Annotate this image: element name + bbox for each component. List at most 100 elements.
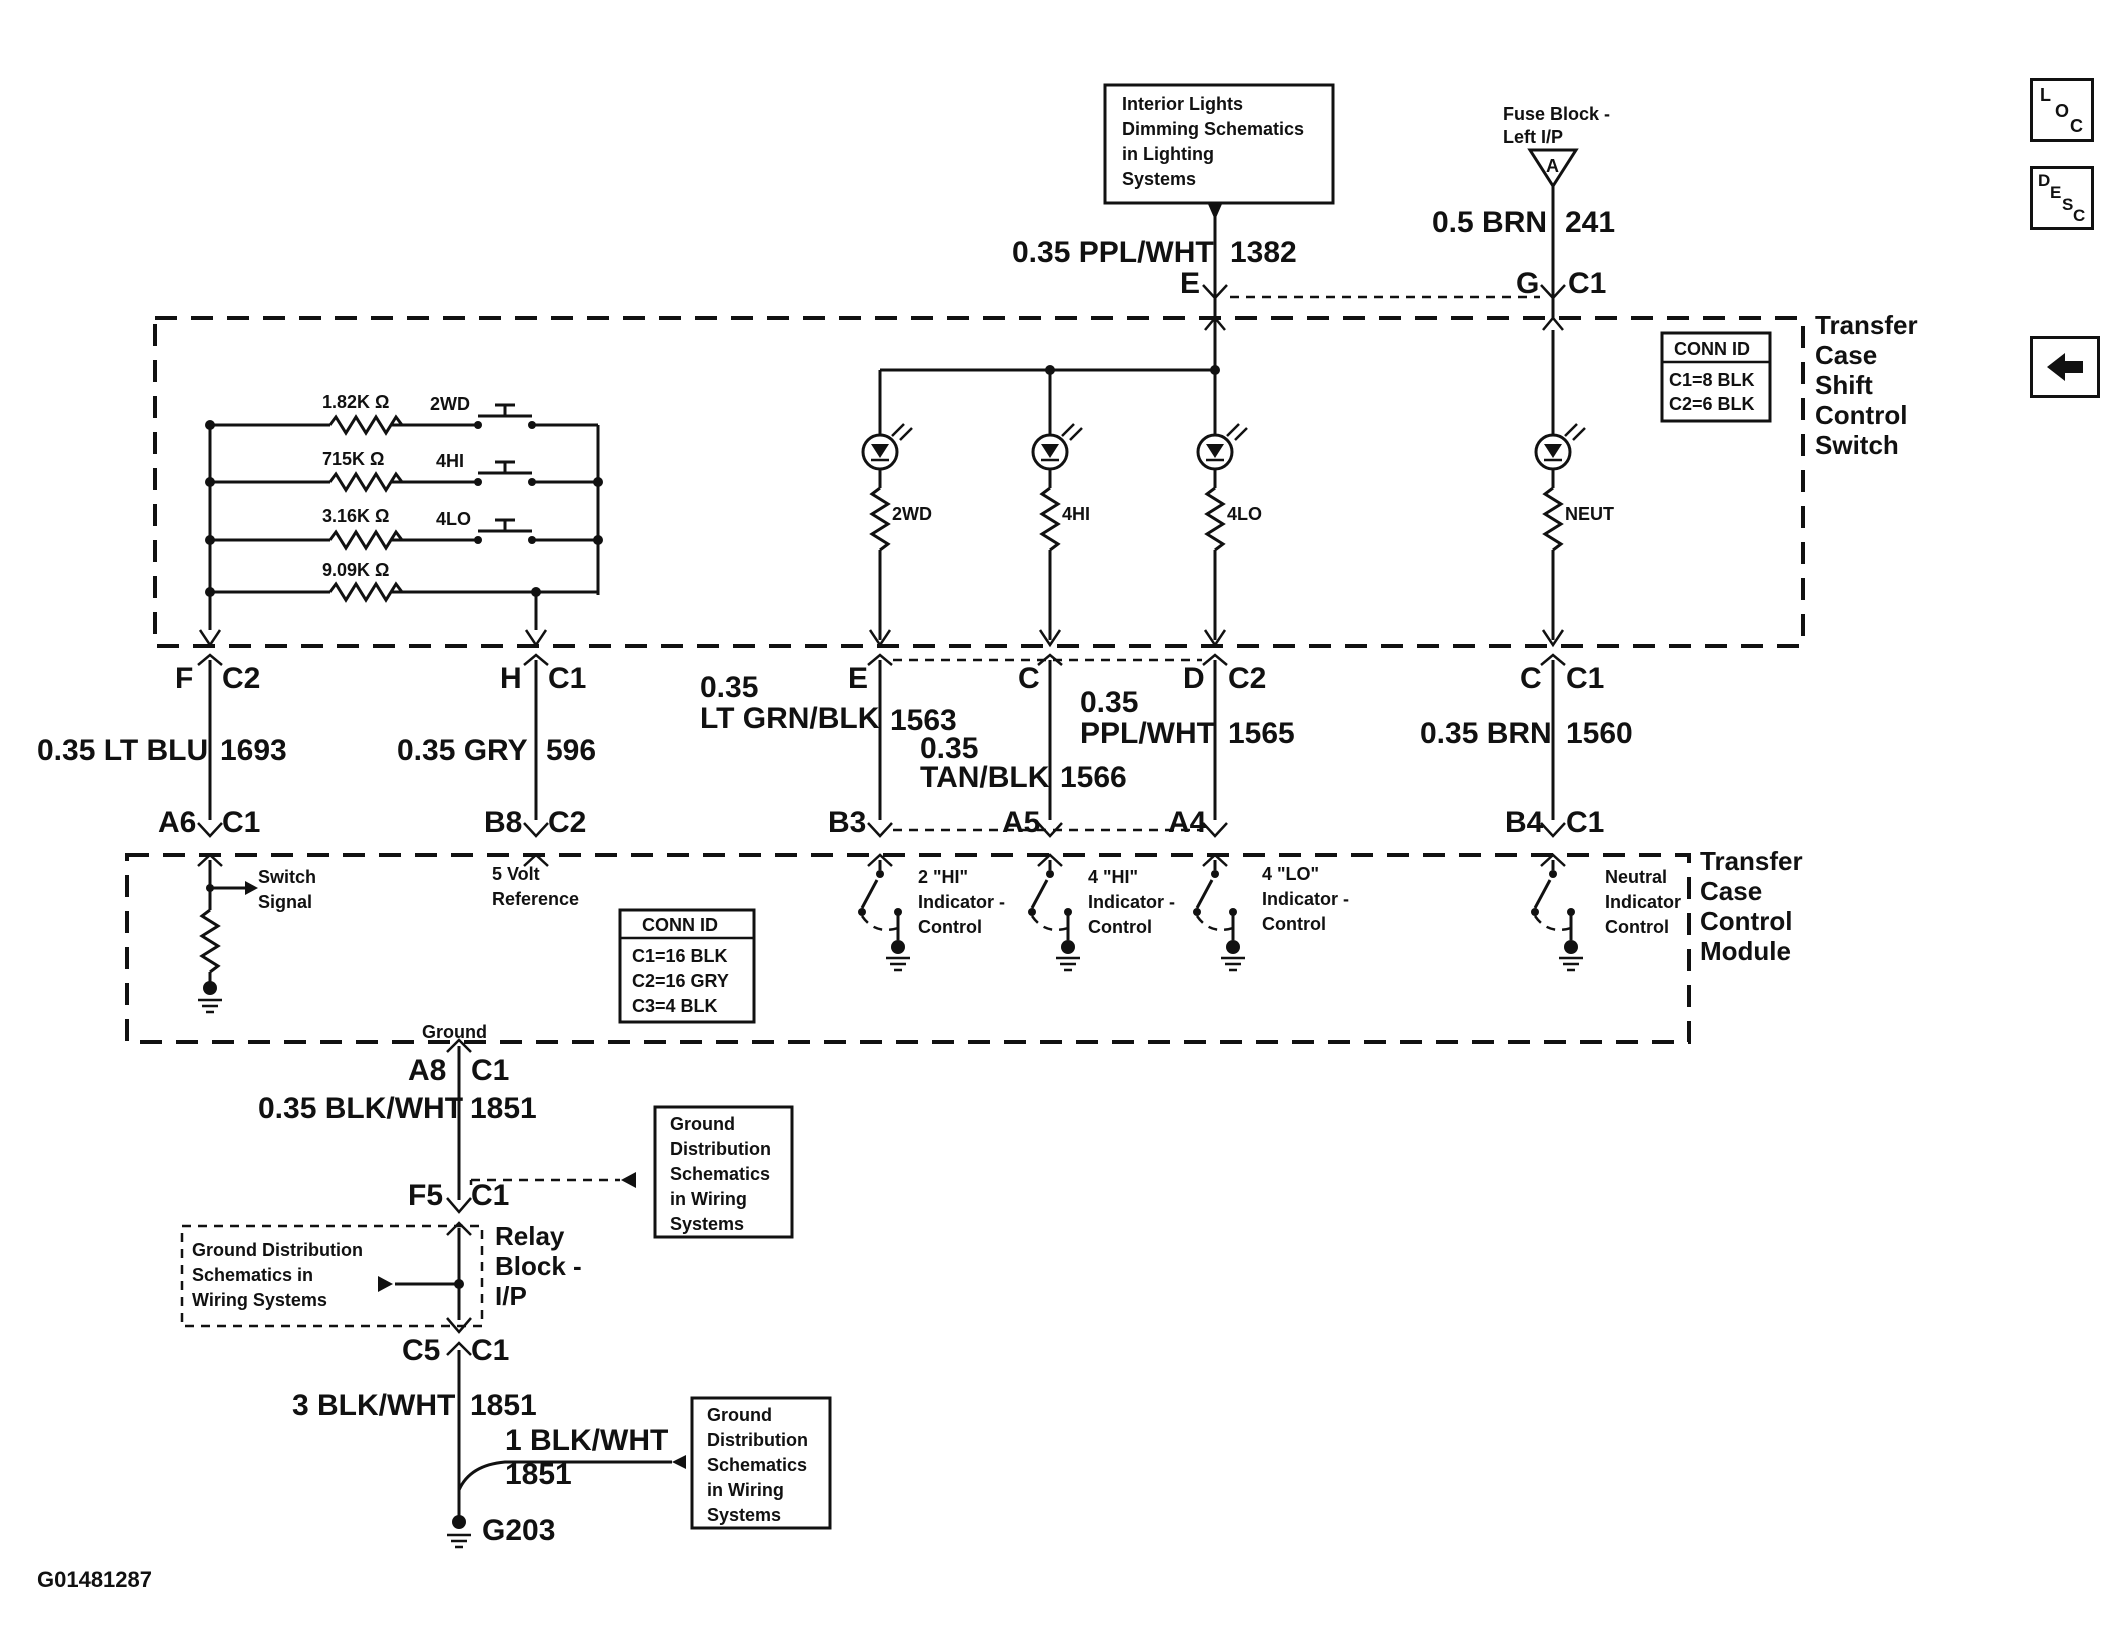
svg-text:C1: C1	[471, 1179, 509, 1212]
resistor-icon	[1542, 486, 1564, 552]
svg-text:Dimming Schematics: Dimming Schematics	[1122, 119, 1304, 139]
svg-text:Shift: Shift	[1815, 370, 1873, 400]
svg-text:Transfer: Transfer	[1815, 310, 1918, 340]
svg-text:C1: C1	[471, 1054, 509, 1087]
wire-label-gry: 0.35 GRY	[397, 734, 528, 767]
interior-lights-reference-box[interactable]: Interior Lights Dimming Schematics in Li…	[1103, 83, 1335, 205]
svg-text:9.09K Ω: 9.09K Ω	[322, 560, 389, 580]
svg-text:H: H	[500, 662, 522, 695]
svg-text:Ground: Ground	[670, 1114, 735, 1134]
svg-text:I/P: I/P	[495, 1281, 527, 1311]
location-button[interactable]: L O C	[2030, 78, 2094, 142]
resistor-ladder: 1.82K Ω 2WD 715K Ω 4HI 3.16K Ω 4LO 9.09K…	[198, 392, 603, 648]
svg-text:3.16K Ω: 3.16K Ω	[322, 506, 389, 526]
switch-conn-id-table: CONN ID C1=8 BLK C2=6 BLK	[1660, 331, 1772, 423]
wire-label-ppl-wht: 0.35 PPL/WHT	[1012, 236, 1214, 269]
svg-text:0.35: 0.35	[1080, 686, 1138, 719]
svg-text:2 "HI": 2 "HI"	[918, 867, 968, 887]
wire-number-1565: 1565	[1228, 717, 1295, 750]
svg-text:Case: Case	[1815, 340, 1877, 370]
svg-text:5 Volt: 5 Volt	[492, 864, 540, 884]
ground-distribution-box-1[interactable]: Ground Distribution Schematics in Wiring…	[653, 1105, 794, 1239]
ground-icon	[198, 998, 222, 1014]
svg-text:C3=4 BLK: C3=4 BLK	[632, 996, 718, 1016]
svg-text:0.35: 0.35	[920, 732, 978, 765]
ground-icon	[1221, 956, 1245, 972]
driver-switch-icon	[1030, 879, 1049, 909]
wire-label-lt-blu: 0.35 LT BLU	[37, 734, 208, 767]
connector-icon	[1540, 284, 1566, 300]
resistor-icon	[328, 581, 404, 603]
ground-icon	[1056, 956, 1080, 972]
ground-distribution-box-3[interactable]: Ground Distribution Schematics in Wiring…	[690, 1396, 832, 1530]
shift-switch-title: Transfer Case Shift Control Switch	[1815, 310, 1918, 460]
resistor-icon	[328, 414, 404, 436]
svg-text:Switch: Switch	[1815, 430, 1899, 460]
svg-text:C5: C5	[402, 1334, 440, 1367]
svg-text:Indicator -: Indicator -	[918, 892, 1005, 912]
svg-text:Schematics: Schematics	[670, 1164, 770, 1184]
svg-text:4 "HI": 4 "HI"	[1088, 867, 1138, 887]
svg-text:B3: B3	[828, 806, 866, 839]
module-conn-id-table: CONN ID C1=16 BLK C2=16 GRY C3=4 BLK	[618, 908, 756, 1024]
svg-text:B8: B8	[484, 806, 522, 839]
svg-text:Indicator -: Indicator -	[1088, 892, 1175, 912]
svg-text:Distribution: Distribution	[670, 1139, 771, 1159]
back-button[interactable]	[2030, 336, 2100, 398]
wire-number-1560: 1560	[1566, 717, 1633, 750]
svg-text:Control: Control	[1262, 914, 1326, 934]
svg-text:Distribution: Distribution	[707, 1430, 808, 1450]
wire-number-1566: 1566	[1060, 761, 1127, 794]
svg-text:C2=16 GRY: C2=16 GRY	[632, 971, 729, 991]
connector-icon	[1202, 284, 1228, 300]
svg-text:C1: C1	[548, 662, 586, 695]
svg-text:C1: C1	[222, 806, 260, 839]
mid-wiring	[197, 653, 1566, 838]
description-button[interactable]: D E S C	[2030, 166, 2094, 230]
svg-text:Control: Control	[1088, 917, 1152, 937]
wire-label-lt-grn-blk: LT GRN/BLK	[700, 702, 880, 735]
relay-block-label: Relay Block - I/P	[495, 1221, 582, 1311]
wire-number-1693: 1693	[220, 734, 287, 767]
shift-control-switch-boundary	[153, 316, 1805, 648]
svg-text:Ground: Ground	[422, 1022, 487, 1042]
svg-text:E: E	[848, 662, 868, 695]
fuse-triangle-icon	[1527, 148, 1579, 189]
svg-text:Fuse Block -: Fuse Block -	[1503, 104, 1610, 124]
svg-text:CONN ID: CONN ID	[1674, 339, 1750, 359]
led-label: NEUT	[1565, 504, 1614, 524]
resistor-icon	[1204, 486, 1226, 552]
svg-text:4LO: 4LO	[436, 509, 471, 529]
driver-switch-icon	[860, 879, 879, 909]
push-switch-icon	[478, 518, 532, 533]
push-switch-icon	[478, 460, 532, 475]
figure-id: G01481287	[37, 1567, 152, 1592]
led-label: 4LO	[1227, 504, 1262, 524]
svg-text:Block -: Block -	[495, 1251, 582, 1281]
svg-text:A4: A4	[1168, 806, 1207, 839]
svg-text:A5: A5	[1002, 806, 1040, 839]
resistor-icon	[869, 486, 891, 552]
svg-text:4 "LO": 4 "LO"	[1262, 864, 1319, 884]
driver-switch-icon	[1533, 879, 1552, 909]
svg-text:Interior Lights: Interior Lights	[1122, 94, 1243, 114]
svg-text:4HI: 4HI	[436, 451, 464, 471]
module-title: Transfer Case Control Module	[1700, 846, 1803, 966]
driver-switch-icon	[1195, 879, 1214, 909]
svg-text:Signal: Signal	[258, 892, 312, 912]
svg-text:Wiring Systems: Wiring Systems	[192, 1290, 327, 1310]
svg-text:C1: C1	[1568, 267, 1606, 300]
ground-distribution-box-2[interactable]: Ground Distribution Schematics in Wiring…	[192, 1240, 363, 1310]
wire-number-1382: 1382	[1230, 236, 1297, 269]
svg-text:E: E	[1180, 267, 1200, 300]
resistor-icon	[328, 471, 404, 493]
resistor-icon	[328, 529, 404, 551]
svg-text:Transfer: Transfer	[1700, 846, 1803, 876]
svg-text:Ground: Ground	[707, 1405, 772, 1425]
svg-text:A: A	[1546, 156, 1559, 176]
svg-text:C1: C1	[1566, 806, 1604, 839]
wire-number-1851-b: 1851	[470, 1389, 537, 1422]
wire-number-241: 241	[1565, 206, 1615, 239]
